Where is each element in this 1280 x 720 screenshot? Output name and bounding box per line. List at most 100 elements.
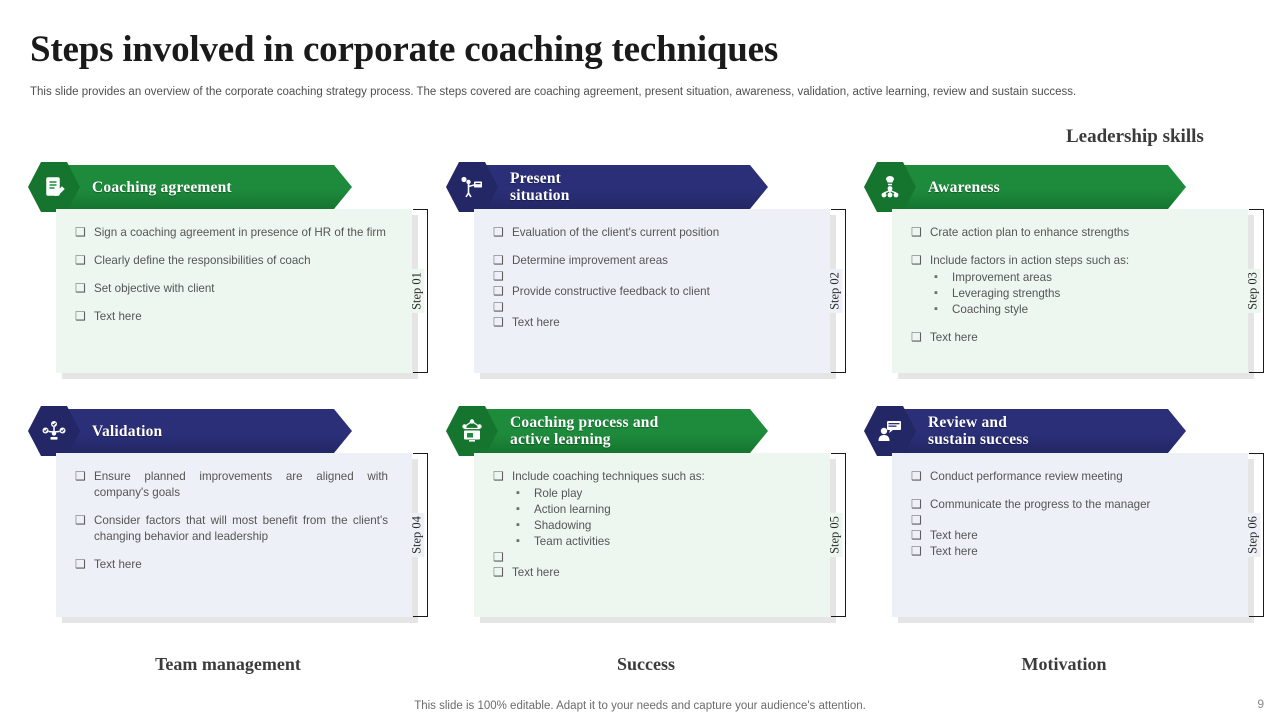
bullet-text: Set objective with client xyxy=(94,282,215,295)
card-coaching-agreement: Coaching agreementSign a coaching agreem… xyxy=(28,162,428,373)
sub-bullet-item: Action learning xyxy=(512,501,812,518)
bullet-text: Crate action plan to enhance strengths xyxy=(930,226,1130,239)
bracket-cap-bottom xyxy=(1249,616,1264,617)
bracket-cap-top xyxy=(831,453,846,454)
bullet-item: Determine improvement areas xyxy=(492,252,812,269)
bullet-item: Include factors in action steps such as:… xyxy=(910,252,1230,318)
bullet-item: Include coaching techniques such as:Role… xyxy=(492,468,812,550)
card-body-coaching-process-active-learning: Include coaching techniques such as:Role… xyxy=(474,453,846,617)
bracket-cap-top xyxy=(1249,453,1264,454)
caption-motivation: Motivation xyxy=(1021,654,1107,674)
bullet-item: Ensure planned improvements are aligned … xyxy=(74,468,394,501)
bullet-item: Text here xyxy=(910,329,1230,346)
bullet-text: Ensure planned improvements are aligned … xyxy=(94,470,388,499)
bullet-item: Clearly define the responsibilities of c… xyxy=(74,252,394,269)
step-label-coaching-agreement: Step 01 xyxy=(409,269,425,313)
sub-bullet-item: Team activities xyxy=(512,533,812,550)
card-header-bar: Validation xyxy=(56,409,352,453)
bracket-cap-top xyxy=(413,453,428,454)
bullet-text: Text here xyxy=(94,558,142,571)
page-title: Steps involved in corporate coaching tec… xyxy=(30,29,779,70)
document-pen-icon xyxy=(28,162,80,212)
step-label-validation: Step 04 xyxy=(409,513,425,557)
card-header-validation[interactable]: Validation xyxy=(28,406,354,456)
step-label-coaching-process-active-learning: Step 05 xyxy=(827,513,843,557)
page-number: 9 xyxy=(1257,697,1264,711)
bullet-text: Consider factors that will most benefit … xyxy=(94,514,388,543)
bullet-list: Ensure planned improvements are aligned … xyxy=(74,468,394,573)
bullet-text: Text here xyxy=(512,316,560,329)
bullet-item: Communicate the progress to the manager xyxy=(910,496,1230,513)
bullet-item-empty xyxy=(910,512,1230,528)
step-label-present-situation: Step 02 xyxy=(827,269,843,313)
bullet-item: Text here xyxy=(74,308,394,325)
card-body-awareness: Crate action plan to enhance strengthsIn… xyxy=(892,209,1264,373)
bullet-list: Sign a coaching agreement in presence of… xyxy=(74,224,394,325)
sub-bullet-list: Role playAction learningShadowingTeam ac… xyxy=(512,485,812,550)
bracket-cap-bottom xyxy=(413,372,428,373)
sub-bullet-list: Improvement areasLeveraging strengthsCoa… xyxy=(930,269,1230,318)
bullet-item: Set objective with client xyxy=(74,280,394,297)
card-awareness: AwarenessCrate action plan to enhance st… xyxy=(864,162,1264,373)
leadership-skills-label: Leadership skills xyxy=(1066,126,1204,147)
bullet-item: Text here xyxy=(492,314,812,331)
bullet-list: Include coaching techniques such as:Role… xyxy=(492,468,812,581)
bullet-item: Conduct performance review meeting xyxy=(910,468,1230,485)
bullet-item: Text here xyxy=(910,543,1230,560)
bullet-item: Consider factors that will most benefit … xyxy=(74,512,394,545)
card-body-present-situation: Evaluation of the client's current posit… xyxy=(474,209,846,373)
bracket-line xyxy=(845,209,846,373)
bullet-item-empty xyxy=(492,549,812,565)
hierarchy-bulb-icon xyxy=(864,162,916,212)
bullet-text: Include factors in action steps such as: xyxy=(930,254,1130,267)
footer-note: This slide is 100% editable. Adapt it to… xyxy=(414,700,866,712)
page-subtitle: This slide provides an overview of the c… xyxy=(30,86,1077,98)
bullet-item: Evaluation of the client's current posit… xyxy=(492,224,812,241)
caption-team-management: Team management xyxy=(155,654,301,674)
sub-bullet-item: Coaching style xyxy=(930,301,1230,318)
sub-bullet-item: Leveraging strengths xyxy=(930,285,1230,302)
bracket-line xyxy=(1263,209,1264,373)
card-header-coaching-agreement[interactable]: Coaching agreement xyxy=(28,162,354,212)
card-present-situation: PresentsituationEvaluation of the client… xyxy=(446,162,846,373)
bracket-cap-bottom xyxy=(413,616,428,617)
bracket-line xyxy=(427,209,428,373)
bullet-list: Evaluation of the client's current posit… xyxy=(492,224,812,331)
bullet-text: Evaluation of the client's current posit… xyxy=(512,226,720,239)
bullet-item: Sign a coaching agreement in presence of… xyxy=(74,224,394,241)
bullet-text: Communicate the progress to the manager xyxy=(930,498,1151,511)
sub-bullet-item: Shadowing xyxy=(512,517,812,534)
bracket-line xyxy=(845,453,846,617)
step-bracket: Step 05 xyxy=(827,453,858,617)
bullet-text: Text here xyxy=(930,331,978,344)
card-header-awareness[interactable]: Awareness xyxy=(864,162,1188,212)
card-validation: ValidationEnsure planned improvements ar… xyxy=(28,406,428,617)
bracket-cap-top xyxy=(413,209,428,210)
bullet-item: Provide constructive feedback to client xyxy=(492,283,812,300)
step-bracket: Step 01 xyxy=(409,209,440,373)
bullet-text: Clearly define the responsibilities of c… xyxy=(94,254,311,267)
step-bracket: Step 02 xyxy=(827,209,858,373)
card-header-bar: Coaching agreement xyxy=(56,165,352,209)
bracket-cap-top xyxy=(1249,209,1264,210)
bullet-text: Text here xyxy=(930,545,978,558)
card-title-coaching-agreement: Coaching agreement xyxy=(92,178,232,196)
step-bracket: Step 04 xyxy=(409,453,440,617)
bullet-text: Text here xyxy=(930,529,978,542)
bullet-text: Conduct performance review meeting xyxy=(930,470,1123,483)
bullet-text: Determine improvement areas xyxy=(512,254,668,267)
step-label-review-sustain-success: Step 06 xyxy=(1245,513,1261,557)
bullet-item-empty xyxy=(492,268,812,284)
step-bracket: Step 06 xyxy=(1245,453,1276,617)
card-body-validation: Ensure planned improvements are aligned … xyxy=(56,453,428,617)
